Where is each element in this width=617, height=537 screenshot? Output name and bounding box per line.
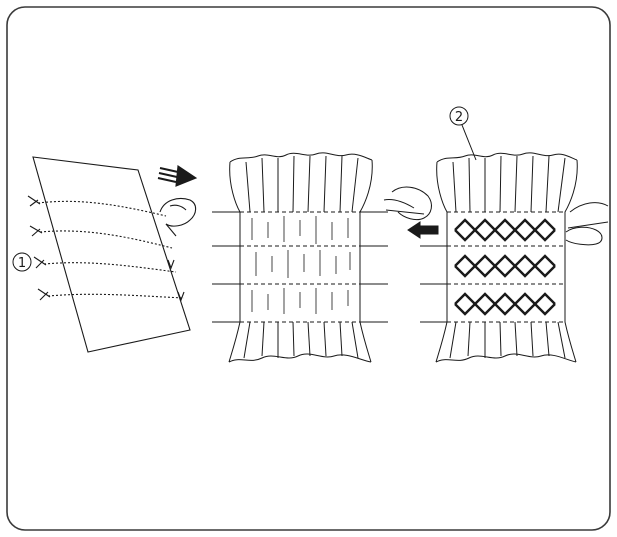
marker-2-label: 2 [455, 110, 463, 125]
left-edge [228, 161, 241, 363]
marker-1: 1 [12, 252, 32, 272]
panel-gathered-fabric [212, 152, 388, 363]
stitch-row [39, 230, 173, 249]
marker-1-label: 1 [18, 256, 26, 271]
arrow-down-icon [177, 291, 185, 302]
stitch-row [43, 262, 177, 273]
pleats-bottom [449, 321, 566, 359]
arrow-down-icon [167, 259, 175, 270]
top-ruffle [436, 152, 578, 163]
bottom-ruffle [435, 353, 577, 363]
right-edge [564, 159, 578, 363]
gather-lines [420, 211, 565, 323]
marker-2-leader [461, 124, 477, 161]
pleats-top [452, 155, 566, 213]
stitch-row [37, 200, 167, 217]
smocking-band [454, 254, 556, 278]
thread-tails [27, 195, 51, 301]
arrow-right-icon [157, 165, 198, 187]
hand-icon [159, 197, 197, 237]
left-edge [435, 161, 448, 363]
stitch-rows [37, 200, 185, 299]
marker-2: 2 [449, 106, 477, 161]
gather-marks [251, 216, 351, 314]
thread-icon [33, 256, 47, 269]
frame-border [6, 6, 611, 531]
pleats-bottom [243, 321, 359, 359]
hand-icon [565, 202, 609, 246]
bottom-ruffle [228, 353, 372, 363]
pleats-top [245, 155, 359, 213]
smocking-band [454, 292, 556, 316]
smocking-band [454, 218, 556, 242]
fabric-sheet [32, 156, 191, 353]
gather-lines [212, 211, 388, 323]
hand-icon [383, 186, 432, 221]
thread-icon [37, 288, 51, 301]
thread-icon [29, 225, 43, 237]
top-ruffle [229, 152, 373, 163]
stitch-row [47, 293, 185, 299]
thread-icon [27, 195, 41, 207]
panel-fabric-stitching [27, 156, 198, 353]
arrow-left-icon [407, 221, 439, 239]
panel-smocked-fabric [383, 152, 609, 363]
right-edge [359, 159, 373, 363]
